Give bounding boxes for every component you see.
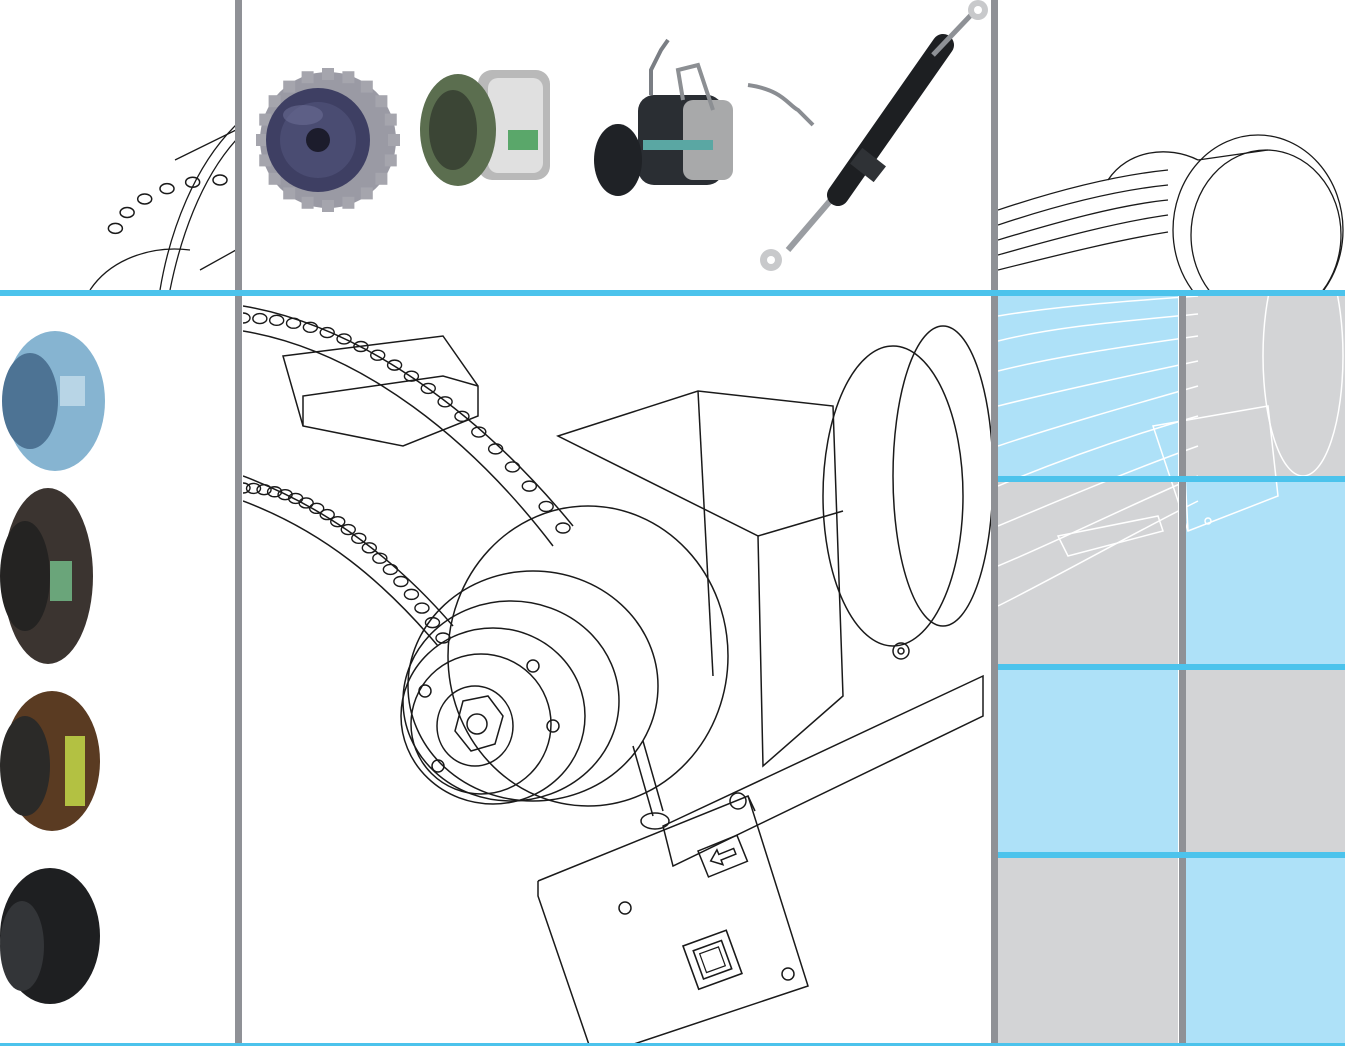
sprocket-tooth [384, 113, 397, 126]
chain-link [403, 370, 420, 382]
left-clutch-photo-column [0, 296, 236, 1046]
sprocket-tooth [360, 187, 373, 200]
chain-link [471, 426, 487, 438]
sprocket-tooth [384, 154, 397, 167]
chain-link [184, 176, 201, 188]
top-right-motor-illustration [998, 0, 1345, 290]
chain-link [119, 206, 135, 219]
tile-r2-right [1185, 482, 1345, 664]
chain-link [386, 359, 403, 371]
chain-link [268, 314, 285, 327]
sprocket-tooth [268, 172, 281, 185]
chain-link [353, 340, 369, 353]
top-center-product-strip [243, 0, 991, 290]
tile-r1-right [1185, 296, 1345, 476]
chain-link [393, 575, 409, 588]
clutch-photo-brown [0, 691, 100, 831]
grid-divider-horizontal-top [0, 290, 1345, 296]
chain-link [382, 563, 399, 576]
chain-link [555, 522, 571, 534]
product-linear-actuator-photo [747, 0, 988, 271]
chain-link [420, 382, 436, 395]
chain-link [372, 552, 388, 564]
sprocket-tooth [268, 95, 281, 108]
chain-link [136, 193, 153, 205]
chain-link [212, 174, 228, 186]
right-tile-grid [998, 296, 1345, 1046]
tile-r4-left [998, 858, 1178, 1046]
chain-link [308, 502, 325, 515]
chain-link [361, 542, 378, 554]
sprocket-tooth [375, 172, 388, 185]
product-sprocket-clutch-photo [256, 68, 400, 212]
sprocket-tooth [283, 187, 296, 200]
sprocket-tooth [301, 196, 314, 209]
tile-r4-right [1185, 858, 1345, 1046]
chain-link [243, 312, 251, 324]
square-in-square-icon [681, 929, 743, 991]
sprocket-tooth [322, 200, 334, 212]
sprocket-tooth [283, 80, 296, 93]
chain-link [351, 532, 367, 544]
chain-link [403, 588, 420, 601]
tile-r3-right [1185, 670, 1345, 852]
grid-divider-vertical-center [991, 0, 998, 1046]
sprocket-tooth [360, 80, 373, 93]
chain-link [319, 508, 335, 521]
product-clutch-with-housing-photo [420, 70, 550, 186]
motor-outline-overlay [998, 296, 1344, 607]
chain-link [538, 500, 554, 513]
sprocket-tooth [322, 68, 334, 80]
chain-link [107, 222, 124, 235]
product-torque-limiter-with-sensor-photo [594, 38, 733, 196]
chain-link [252, 312, 268, 325]
arrow-left-icon [697, 834, 749, 878]
chain-link [454, 410, 470, 423]
grid-divider-horizontal-r2 [998, 476, 1345, 482]
tile-r3-left [998, 670, 1178, 852]
chain-link [302, 321, 319, 334]
chain-link [159, 182, 175, 195]
chain-link [243, 482, 251, 494]
chain-link [298, 497, 314, 509]
sprocket-tooth [342, 71, 355, 84]
chain-link [285, 317, 302, 329]
chain-link [340, 523, 356, 536]
chain-link [487, 443, 504, 455]
sprocket-tooth [256, 134, 268, 146]
sprocket-tooth [301, 71, 314, 84]
chain-link [245, 482, 262, 495]
grid-divider-horizontal-r3 [998, 664, 1345, 670]
chain-link [435, 632, 451, 644]
sprocket-tooth [375, 95, 388, 108]
chain-link [370, 349, 386, 361]
chain-link [256, 483, 272, 496]
grid-divider-horizontal-bottom [0, 1043, 1345, 1046]
grid-divider-vertical-left [235, 0, 242, 1046]
clutch-photo-blue [2, 331, 105, 471]
chain-link [424, 616, 441, 629]
chain-link [336, 333, 352, 345]
sprocket-tooth [259, 113, 272, 126]
chain-link [504, 461, 521, 473]
chain-link [437, 396, 453, 408]
clutch-photo-sprocket [0, 488, 93, 664]
grid-divider-vertical-right [1179, 296, 1186, 1046]
top-left-chain-illustration [0, 0, 236, 290]
chain-link [414, 602, 430, 614]
grid-divider-horizontal-r4 [998, 852, 1345, 858]
chain-link [266, 486, 283, 498]
limit-switch-box [537, 795, 809, 1046]
main-technical-drawing [243, 296, 991, 1046]
sprocket-tooth [342, 196, 355, 209]
chain-link [319, 326, 335, 339]
chain-link [330, 515, 346, 528]
sprocket-tooth [259, 154, 272, 167]
chain-link [521, 480, 538, 492]
tile-r2-left [998, 482, 1178, 664]
clutch-photo-black [0, 868, 100, 1004]
sprocket-tooth [388, 134, 400, 146]
